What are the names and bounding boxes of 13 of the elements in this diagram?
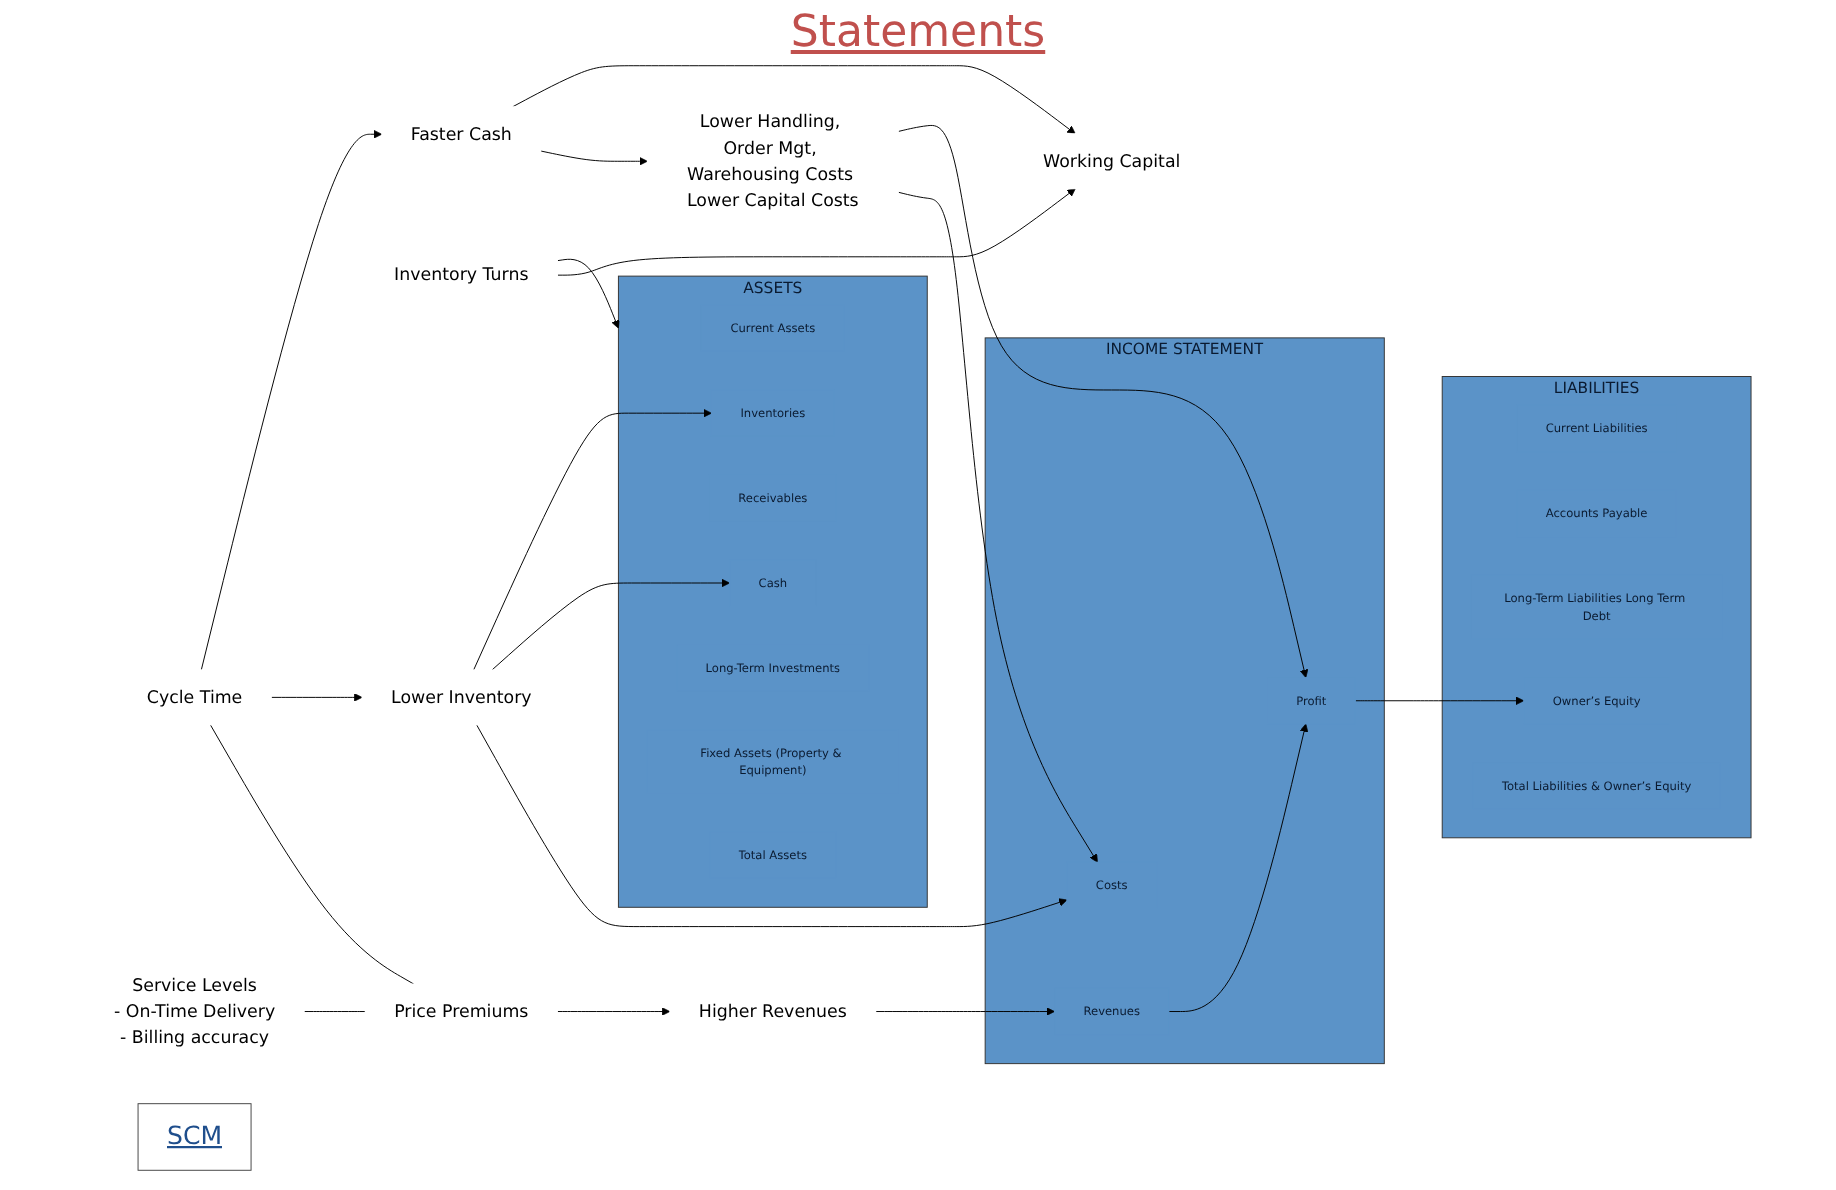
connector (303, 1011, 366, 1012)
node-text: Faster Cash (410, 124, 512, 145)
node-text: Price Premiums (394, 1001, 529, 1022)
node-text: Cycle Time (146, 687, 243, 708)
node-text: Lower Inventory (391, 687, 532, 708)
node-text: Working Capital (1043, 151, 1181, 172)
node-text: Service Levels - On-Time Delivery - Billing accuracy (113, 975, 276, 1048)
diagram-title: Statements (788, 8, 1048, 58)
node-text: Lower Handling, Order Mgt, Warehousing Costs Lower Capital Costs (687, 112, 859, 211)
node-box: SCM (137, 1103, 252, 1171)
node-text: Higher Revenues (698, 1001, 847, 1022)
connector (209, 724, 415, 985)
node-text: Inventory Turns (394, 265, 529, 286)
